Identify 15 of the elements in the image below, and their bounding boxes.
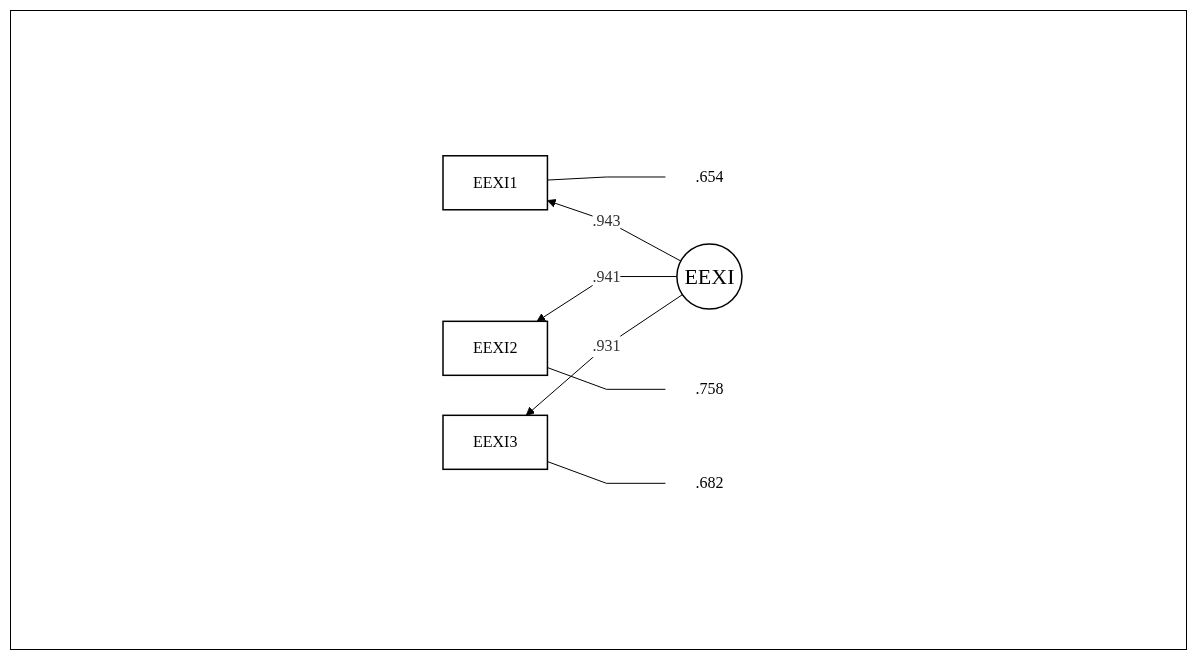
edge-label: .941 <box>592 267 621 285</box>
connector <box>547 460 667 484</box>
node-circle: EEXI <box>676 243 743 310</box>
arrow <box>547 198 682 262</box>
node-text: .654 <box>695 167 724 185</box>
node-text: .758 <box>695 380 724 398</box>
node-box: EEXI3 <box>442 414 549 470</box>
node-text: .682 <box>695 474 724 492</box>
node-box: EEXI2 <box>442 320 549 376</box>
edge-label: .931 <box>592 336 621 354</box>
connector <box>547 176 667 181</box>
arrow <box>526 294 684 416</box>
connector <box>547 366 667 390</box>
node-box: EEXI1 <box>442 154 549 211</box>
edge-label: .943 <box>592 211 621 229</box>
